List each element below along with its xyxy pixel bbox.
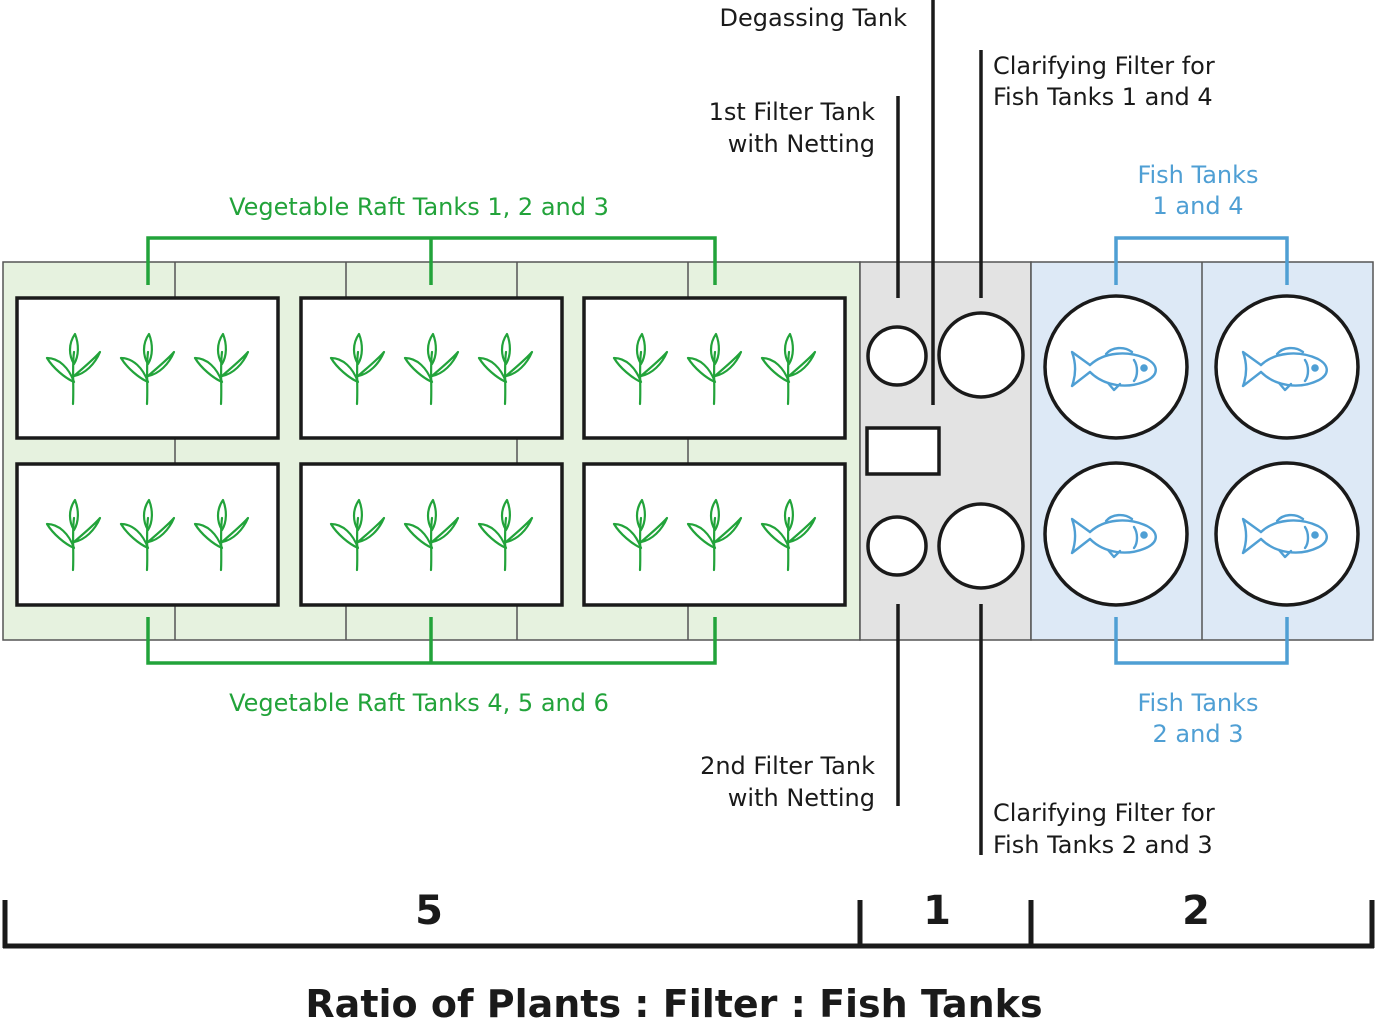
clarifying-filter-bottom-label-line1: Clarifying Filter for (993, 799, 1215, 827)
fish-tanks-bottom-label-line1: Fish Tanks (1137, 689, 1258, 717)
clarifying-filter-bottom (937, 502, 1025, 590)
fish-tank-1 (1043, 294, 1189, 440)
fish-tanks-top-label-line1: Fish Tanks (1137, 161, 1258, 189)
fish-tanks-bottom-label-line2: 2 and 3 (1153, 720, 1244, 748)
raft-tank-4 (15, 462, 280, 607)
raft-tank-1 (15, 296, 280, 440)
veg-tanks-bottom-label: Vegetable Raft Tanks 4, 5 and 6 (229, 689, 609, 717)
veg-bracket-bottom (146, 617, 717, 665)
degassing-tank-label: Degassing Tank (720, 4, 908, 32)
first-filter-label-line2: with Netting (728, 130, 875, 158)
fish-tank-3 (1214, 461, 1360, 607)
first-filter-label-line1: 1st Filter Tank (709, 98, 875, 126)
second-filter-label-line1: 2nd Filter Tank (700, 752, 875, 780)
clarifying-filter-bottom-label-line2: Fish Tanks 2 and 3 (993, 831, 1213, 859)
fish-bracket-bottom (1114, 617, 1289, 665)
ratio-fish-value: 2 (1182, 888, 1210, 934)
ratio-scale-bar (2, 900, 1375, 949)
ratio-caption: Ratio of Plants : Filter : Fish Tanks (305, 982, 1042, 1026)
fish-tanks-top-label-line2: 1 and 4 (1153, 192, 1244, 220)
raft-tank-6 (582, 462, 847, 607)
ratio-filter-value: 1 (923, 888, 951, 934)
clarifying-filter-top (937, 311, 1025, 399)
first-filter-tank (866, 325, 928, 387)
degassing-tank (865, 426, 941, 476)
fish-bracket-top (1114, 236, 1289, 285)
second-filter-label-line2: with Netting (728, 784, 875, 812)
fish-tank-4 (1214, 294, 1360, 440)
clarifying-filter-top-label-line2: Fish Tanks 1 and 4 (993, 83, 1213, 111)
raft-tank-5 (299, 462, 564, 607)
raft-tank-2 (299, 296, 564, 440)
ratio-plants-value: 5 (415, 888, 443, 934)
veg-bracket-top (146, 236, 717, 285)
raft-tank-3 (582, 296, 847, 440)
fish-tank-2 (1043, 461, 1189, 607)
veg-tanks-top-label: Vegetable Raft Tanks 1, 2 and 3 (229, 193, 609, 221)
plant-zone-dividers (174, 262, 689, 640)
leader-lines (896, 0, 983, 855)
second-filter-tank (866, 515, 928, 577)
clarifying-filter-top-label-line1: Clarifying Filter for (993, 52, 1215, 80)
